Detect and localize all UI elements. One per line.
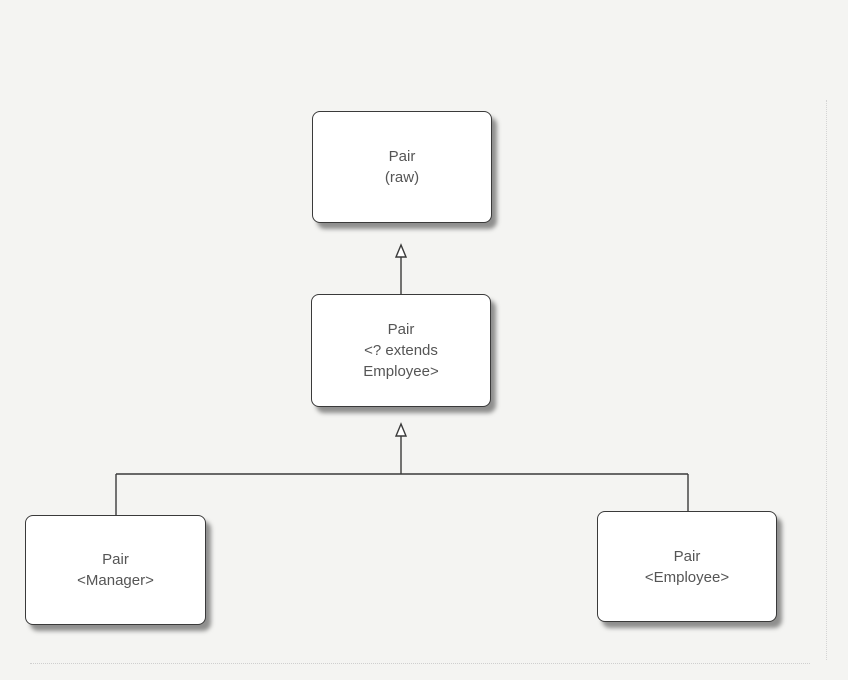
node-label: Pair <box>387 321 415 338</box>
node-pair-wildcard: Pair <? extends Employee> <box>311 294 491 407</box>
node-pair-raw: Pair (raw) <box>312 111 492 223</box>
node-pair-manager: Pair <Manager> <box>25 515 206 625</box>
scan-artifact-right <box>826 100 827 660</box>
node-label: Pair <box>673 547 701 565</box>
node-label: Pair <box>102 551 129 568</box>
node-label: <Employee> <box>644 568 730 586</box>
node-label: (raw) <box>384 169 420 186</box>
node-label: <Manager> <box>77 572 154 589</box>
node-pair-employee: Pair <Employee> <box>597 511 777 622</box>
node-label: Pair <box>388 148 416 165</box>
arrowhead-wildcard <box>394 422 408 437</box>
scan-artifact-bottom <box>30 663 810 664</box>
node-label: Employee> <box>363 363 439 380</box>
node-label: <? extends <box>364 342 438 359</box>
arrowhead-raw <box>394 243 408 258</box>
